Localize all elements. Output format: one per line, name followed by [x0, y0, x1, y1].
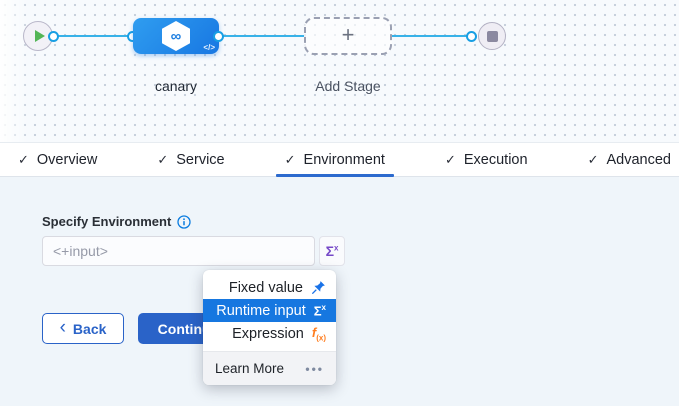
pipeline-end-node [478, 22, 506, 50]
check-icon: ✓ [284, 151, 296, 167]
stop-icon [486, 30, 498, 42]
learn-more-link[interactable]: Learn More [215, 361, 285, 376]
menu-item-expression[interactable]: Expression f(x) [203, 322, 336, 345]
tab-environment[interactable]: ✓ Environment [275, 143, 395, 177]
tab-label: Service [176, 151, 225, 168]
dropdown-footer: Learn More ••• [203, 351, 336, 385]
runtime-input-sigma-icon: Σx [325, 243, 339, 259]
specify-environment-row: Specify Environment [42, 214, 191, 229]
environment-panel: Specify Environment Σx ‹ Back Continue F… [0, 178, 679, 406]
environment-input[interactable] [42, 236, 315, 266]
pin-icon [312, 281, 325, 294]
tab-overview[interactable]: ✓ Overview [18, 143, 97, 176]
chevron-left-icon: ‹ [59, 317, 66, 338]
connector-line [392, 35, 472, 37]
connector-dot [48, 30, 59, 42]
input-type-options: Fixed value Runtime input Σx Expression … [203, 270, 336, 351]
stage-tabs: ✓ Overview ✓ Service ✓ Environment ✓ Exe… [0, 142, 679, 177]
code-icon: </> [203, 43, 215, 52]
fx-expression-icon: f(x) [311, 324, 326, 343]
check-icon: ✓ [587, 151, 599, 167]
menu-item-label: Fixed value [228, 279, 303, 296]
connector-dot [213, 30, 224, 42]
tab-label: Environment [303, 151, 385, 168]
tab-label: Overview [36, 151, 98, 168]
infinity-icon: ∞ [170, 27, 182, 45]
tab-label: Execution [463, 151, 528, 168]
back-button[interactable]: ‹ Back [42, 313, 124, 344]
play-icon [34, 30, 45, 42]
menu-item-label: Expression [232, 325, 304, 342]
connector-line [219, 35, 304, 37]
check-icon: ✓ [18, 151, 29, 167]
input-type-selector-button[interactable]: Σx [319, 236, 345, 266]
input-type-dropdown: Fixed value Runtime input Σx Expression … [203, 270, 336, 385]
deploy-hexagon-icon: ∞ [162, 21, 190, 51]
stage-node-canary[interactable]: ∞ </> [133, 18, 219, 54]
back-button-label: Back [72, 320, 107, 337]
connector-line [53, 35, 133, 37]
add-stage-button[interactable]: + [304, 17, 392, 55]
pipeline-canvas[interactable]: ∞ </> canary + Add Stage [0, 0, 679, 142]
more-options-icon[interactable]: ••• [305, 361, 324, 376]
specify-environment-label: Specify Environment [42, 214, 172, 229]
menu-item-label: Runtime input [216, 302, 306, 319]
tab-advanced[interactable]: ✓ Advanced [588, 143, 671, 176]
sigma-icon: Σx [313, 302, 326, 319]
tab-execution[interactable]: ✓ Execution [445, 143, 528, 176]
check-icon: ✓ [444, 151, 456, 167]
info-icon[interactable] [177, 214, 191, 229]
menu-item-runtime-input[interactable]: Runtime input Σx [203, 299, 336, 322]
tab-service[interactable]: ✓ Service [157, 143, 224, 176]
connector-dot [466, 30, 477, 42]
menu-item-fixed-value[interactable]: Fixed value [203, 276, 336, 299]
tab-label: Advanced [606, 151, 671, 168]
add-stage-label: Add Stage [315, 78, 381, 94]
stage-name-label: canary [154, 78, 198, 94]
plus-icon: + [341, 22, 355, 47]
check-icon: ✓ [157, 151, 169, 167]
